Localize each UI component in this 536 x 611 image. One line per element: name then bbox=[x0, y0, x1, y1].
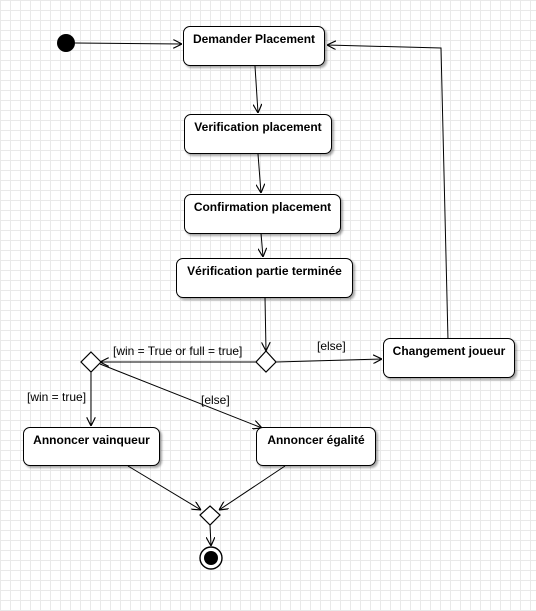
activity-annoncer-vainqueur-label: Annoncer vainqueur bbox=[33, 433, 150, 447]
activity-verification-partie-terminee[interactable]: Vérification partie terminée bbox=[176, 258, 353, 298]
flow-verif-partie-to-decision bbox=[265, 296, 266, 351]
activity-changement-joueur[interactable]: Changement joueur bbox=[383, 338, 515, 378]
merge-node bbox=[199, 505, 221, 526]
flow-confirmation-to-verif-partie bbox=[261, 232, 263, 257]
flow-verification-to-confirmation bbox=[258, 153, 261, 193]
final-node-core bbox=[204, 551, 218, 565]
flow-egalite-to-merge bbox=[219, 465, 286, 510]
activity-verification-partie-terminee-label: Vérification partie terminée bbox=[187, 264, 342, 278]
flow-decision-to-changement bbox=[275, 359, 382, 362]
activity-confirmation-placement[interactable]: Confirmation placement bbox=[184, 194, 341, 234]
initial-node bbox=[57, 34, 75, 52]
activity-demander-placement-label: Demander Placement bbox=[192, 32, 316, 46]
guard-win-or-full: [win = True or full = true] bbox=[113, 344, 243, 358]
activity-verification-placement[interactable]: Verification placement bbox=[184, 114, 332, 154]
flow-vainqueur-to-merge bbox=[127, 465, 201, 510]
activity-annoncer-egalite[interactable]: Annoncer égalité bbox=[256, 427, 376, 466]
guard-win-true: [win = true] bbox=[27, 390, 87, 404]
activity-annoncer-vainqueur[interactable]: Annoncer vainqueur bbox=[23, 427, 160, 466]
activity-verification-placement-label: Verification placement bbox=[194, 120, 322, 134]
decision-node-win bbox=[80, 351, 102, 373]
activity-confirmation-placement-label: Confirmation placement bbox=[193, 200, 332, 214]
decision-node-partie-terminee bbox=[255, 350, 277, 373]
guard-else-changement: [else] bbox=[317, 339, 346, 353]
flow-changement-to-demander bbox=[327, 45, 449, 341]
flow-merge-to-final bbox=[210, 524, 211, 546]
activity-annoncer-egalite-label: Annoncer égalité bbox=[267, 433, 365, 447]
activity-demander-placement[interactable]: Demander Placement bbox=[183, 26, 325, 66]
flow-decision-left-to-egalite bbox=[99, 363, 262, 428]
activity-changement-joueur-label: Changement joueur bbox=[392, 344, 506, 358]
flow-demander-to-verification bbox=[255, 65, 258, 113]
flow-start-to-demander bbox=[74, 43, 182, 44]
guard-else-egalite: [else] bbox=[201, 393, 230, 407]
